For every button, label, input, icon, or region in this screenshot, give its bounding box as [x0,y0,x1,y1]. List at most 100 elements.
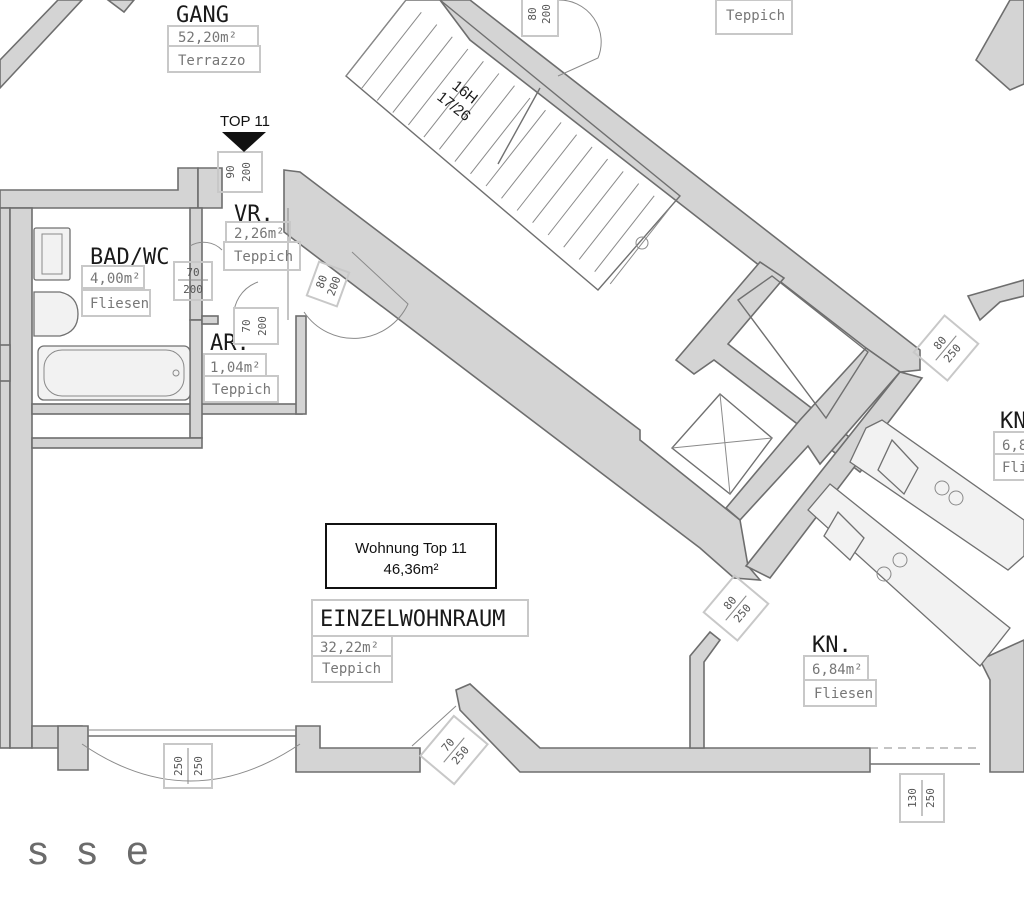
stair-tread [408,48,469,126]
stove-burner-3 [876,566,892,582]
room-area: 32,22m² [320,640,379,656]
stair-tread [563,171,624,248]
stair-tread [345,0,407,77]
shaft-cross-b [671,437,773,449]
room-name: VR. [234,202,274,227]
dim-tag-bad: 70 200 [173,261,213,301]
svg-text:70: 70 [186,266,199,279]
stair-tread [532,146,593,224]
dim-tag-mid: 80 250 [702,574,770,642]
svg-text:250: 250 [172,756,185,776]
wall-shaft-right [724,346,902,522]
wall-left-inner [9,207,33,749]
bathtub [37,345,191,401]
wall-ar-left [189,319,203,439]
stair-tread [485,109,546,187]
room-floor: Teppich [726,8,785,24]
wall-upper-left-stub [106,0,136,14]
wall-ar-bottom [31,437,203,449]
stair-tread [392,36,453,113]
shaft-room-outline [737,275,869,420]
room-floor: Teppich [234,249,293,265]
room-label-einzel: EINZELWOHNRAUM 32,22m² Teppich [311,599,529,683]
room-floor: Flie [1002,460,1024,476]
room-label-kn-right: KN 6,8 Flie [993,409,1024,481]
bathtub-inner [43,349,185,397]
sink [33,227,71,281]
wall-bottom-right [978,639,1024,773]
wall-stair-outer [439,0,921,373]
stair-tread [470,97,531,175]
wall-upper-right [974,0,1024,91]
stove-burner-4 [892,552,908,568]
room-label-teppich-top: Teppich [715,0,793,35]
room-floor: Teppich [322,661,381,677]
wall-corridor-stub [197,167,223,209]
wall-ar-top [201,315,219,325]
wall-bottom-c [295,725,421,773]
svg-text:250: 250 [924,788,937,808]
svg-text:80: 80 [314,273,331,290]
window-mid-frame [411,705,457,747]
dim-tag-entry: 90 200 [217,151,263,193]
kitchen-sink-lower [823,510,865,562]
entry-label: TOP 11 [220,113,270,130]
dim-tag-window-right: 130 250 [899,773,945,823]
wall-bottom-b [57,725,89,771]
room-floor: Fliesen [90,296,149,312]
room-area: 52,20m² [178,30,237,46]
wall-diagonal-main [283,169,762,581]
svg-text:200: 200 [240,162,253,182]
stove-burner-2 [948,490,964,506]
svg-text:200: 200 [183,283,203,296]
svg-text:90: 90 [224,165,237,178]
stair-end-marker [635,236,649,250]
stair-tread [594,195,655,273]
room-label-bad: BAD/WC 4,00m² Fliesen [81,245,169,317]
wall-corridor-left [0,167,199,209]
stair-tread [578,183,640,260]
apartment-info-box: Wohnung Top 11 46,36m² [325,523,497,589]
dim-tag-vr: 80 200 [305,260,351,308]
sink-basin [41,233,63,275]
wall-bath-right [189,207,203,321]
room-name: GANG [176,3,229,28]
room-label-gang: GANG 52,20m² Terrazzo [167,3,261,73]
kitchen-sink-upper [877,438,919,496]
door-swing-vr [303,251,409,339]
svg-text:200: 200 [325,275,344,298]
stair-tread [439,73,500,150]
svg-text:200: 200 [256,316,269,336]
wall-left-notch [0,344,11,382]
doors [189,0,602,339]
stair-break-line [497,87,541,165]
room-floor: Terrazzo [178,53,245,69]
wall-left-edge [0,207,11,749]
stair-tread [423,60,484,138]
windows [81,705,980,782]
room-area: 6,8 [1002,438,1024,454]
dim-tag-top-door: 80 200 [521,0,559,37]
stove-burner-1 [934,480,950,496]
room-area: 1,04m² [210,360,261,376]
room-label-kn: KN. 6,84m² Fliesen [803,633,877,707]
room-floor: Fliesen [814,686,873,702]
svg-text:70: 70 [240,319,253,332]
stair-label: 16H 17/26 [434,77,481,125]
wall-upper-left [0,0,84,90]
room-area: 6,84m² [812,662,863,678]
dim-tag-right: 80 250 [912,314,980,382]
wall-right-mid [966,279,1024,322]
room-area: 4,00m² [90,271,141,287]
stair-tread [501,122,562,199]
shaft-cross-a [719,393,731,495]
apartment-area: 46,36m² [383,561,438,578]
kitchen [807,419,1024,667]
svg-text:80: 80 [526,7,539,20]
svg-text:200: 200 [540,4,553,24]
stair-treads [345,0,671,285]
wall-ar-right [295,315,307,415]
door-swing-ar [233,281,259,321]
kitchen-counter-lower [807,483,1011,667]
